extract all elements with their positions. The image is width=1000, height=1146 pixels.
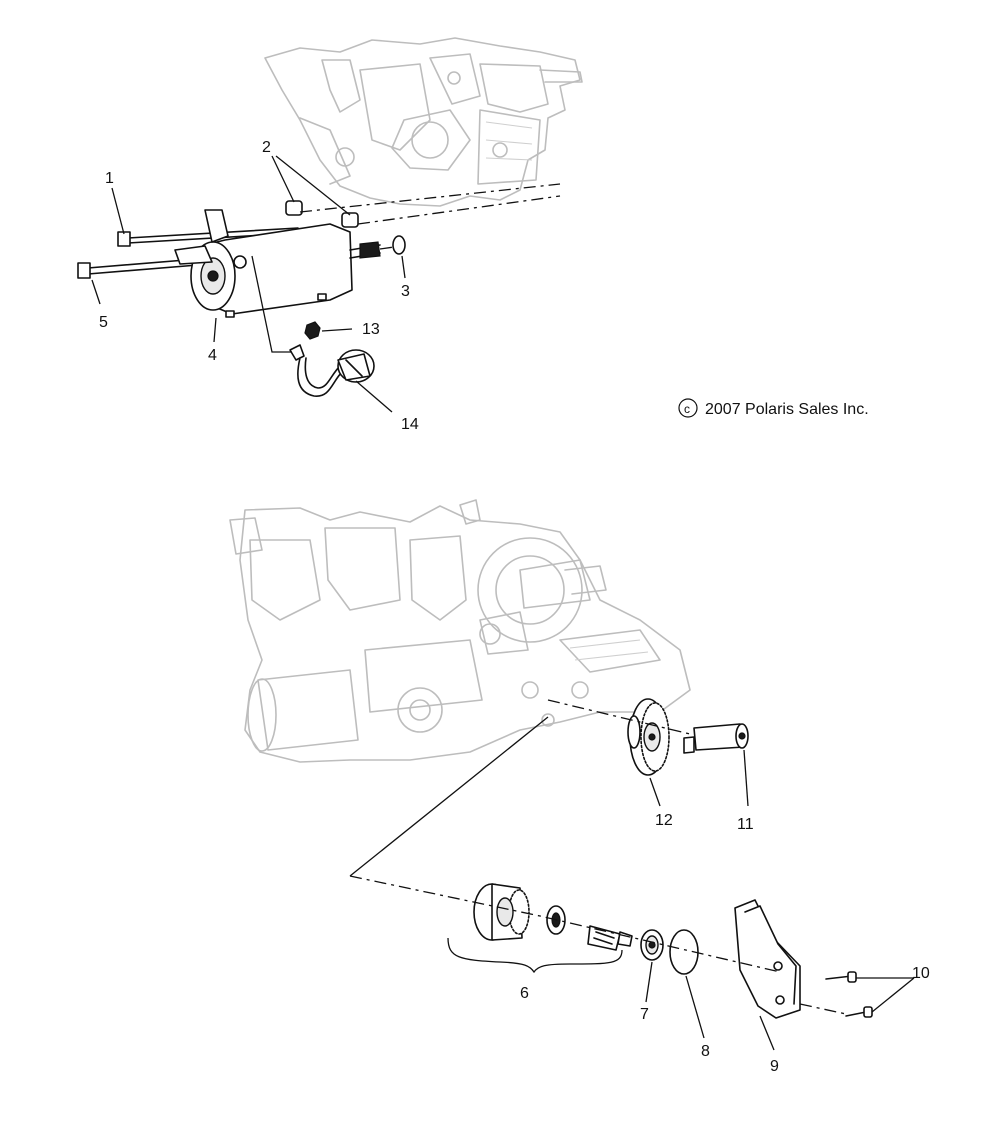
align-line-bottom-2 xyxy=(349,716,549,877)
callout-4: 4 xyxy=(208,347,217,364)
bearing-7 xyxy=(640,929,664,961)
callout-2: 2 xyxy=(262,139,271,156)
dowel-2b xyxy=(341,212,359,228)
callout-14: 14 xyxy=(401,416,419,433)
align-line-top-2 xyxy=(357,195,561,225)
callout-7: 7 xyxy=(640,1006,649,1023)
align-line-bottom-4 xyxy=(799,1003,847,1015)
callout-8: 8 xyxy=(701,1043,710,1060)
callout-10: 10 xyxy=(912,965,930,982)
bracket-6 xyxy=(447,937,623,974)
o-ring-8 xyxy=(669,929,699,975)
bottom-engine-ghost xyxy=(229,499,691,763)
bolts-10 xyxy=(825,971,873,1018)
idler-gear-12 xyxy=(627,698,670,776)
align-line-top-1 xyxy=(299,183,561,213)
copyright-icon xyxy=(678,398,698,418)
align-line-bottom-1 xyxy=(349,875,781,973)
callout-11: 11 xyxy=(737,816,754,833)
copyright-notice: c 2007 Polaris Sales Inc. xyxy=(678,398,869,418)
bolt-5 xyxy=(77,257,211,279)
dowel-2a xyxy=(285,200,303,216)
copyright-symbol: c xyxy=(684,402,690,416)
bottom-leader-lines xyxy=(645,749,915,1051)
nut-13 xyxy=(304,321,321,340)
idler-shaft-11 xyxy=(683,723,749,754)
cover-9 xyxy=(734,899,801,1019)
starter-cable-14 xyxy=(289,344,375,397)
starter-drive-6 xyxy=(473,883,633,951)
callout-12: 12 xyxy=(655,812,673,829)
callout-6: 6 xyxy=(520,985,529,1002)
o-ring-3 xyxy=(392,235,406,255)
top-leader-lines xyxy=(91,155,406,413)
top-engine-ghost xyxy=(264,37,583,207)
callout-3: 3 xyxy=(401,283,410,300)
align-line-top-3 xyxy=(379,246,395,250)
starter-motor-body xyxy=(174,209,381,318)
callout-13: 13 xyxy=(362,321,380,338)
callout-1: 1 xyxy=(105,170,114,187)
callout-9: 9 xyxy=(770,1058,779,1075)
starter-motor-assembly xyxy=(77,200,406,397)
callout-5: 5 xyxy=(99,314,108,331)
copyright-text: 2007 Polaris Sales Inc. xyxy=(705,401,869,418)
